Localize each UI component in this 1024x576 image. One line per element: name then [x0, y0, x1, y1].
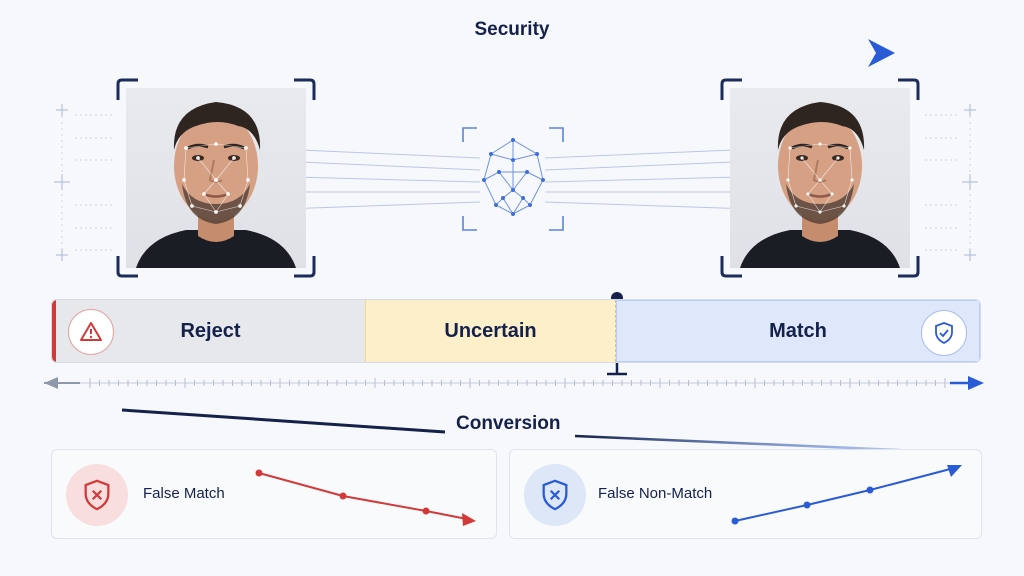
false-match-card: False Match — [51, 449, 497, 539]
reference-face-photo — [126, 88, 306, 268]
feature-link-lines — [254, 147, 781, 211]
false-non-match-label: False Non-Match — [598, 485, 713, 502]
trend-point — [255, 469, 263, 477]
score-scale — [44, 376, 984, 390]
zone-reject-label: Reject — [180, 319, 241, 342]
zone-reject[interactable]: Reject — [52, 300, 365, 362]
probe-face-frame — [720, 78, 920, 278]
trend-point — [803, 501, 811, 509]
security-arrow — [150, 39, 895, 67]
zone-match[interactable]: Match — [616, 300, 980, 362]
right-scan-grid — [925, 104, 978, 261]
shield-x-icon — [84, 479, 110, 511]
security-label: Security — [474, 19, 550, 40]
decision-threshold-bar: Reject Uncertain Match — [51, 299, 981, 363]
scan-frame-corners — [720, 78, 920, 278]
alert-triangle-icon — [68, 309, 114, 355]
trend-point — [731, 517, 739, 525]
shield-x-icon — [542, 479, 568, 511]
left-scan-grid — [54, 104, 112, 261]
probe-face-photo — [730, 88, 910, 268]
face-portrait — [740, 102, 900, 268]
face-portrait — [136, 102, 296, 268]
shield-check-icon — [921, 310, 967, 356]
false-match-label: False Match — [143, 485, 225, 502]
trend-arrowhead — [462, 513, 476, 526]
trend-point — [866, 486, 874, 494]
false-match-icon-badge — [66, 464, 128, 526]
trend-arrowhead — [947, 465, 962, 477]
zone-match-label: Match — [769, 319, 827, 342]
false-non-match-card: False Non-Match — [509, 449, 982, 539]
zone-uncertain[interactable]: Uncertain — [365, 300, 616, 362]
false-non-match-icon-badge — [524, 464, 586, 526]
false-match-trend — [255, 469, 476, 526]
false-non-match-trend — [731, 465, 962, 525]
face-scan-icon — [462, 127, 564, 231]
trend-point — [339, 492, 347, 500]
conversion-label: Conversion — [456, 413, 561, 434]
trend-point — [422, 507, 430, 515]
reference-face-frame — [116, 78, 316, 278]
conversion-arrow — [121, 408, 901, 452]
scan-frame-corners — [116, 78, 316, 278]
zone-uncertain-label: Uncertain — [444, 319, 537, 342]
